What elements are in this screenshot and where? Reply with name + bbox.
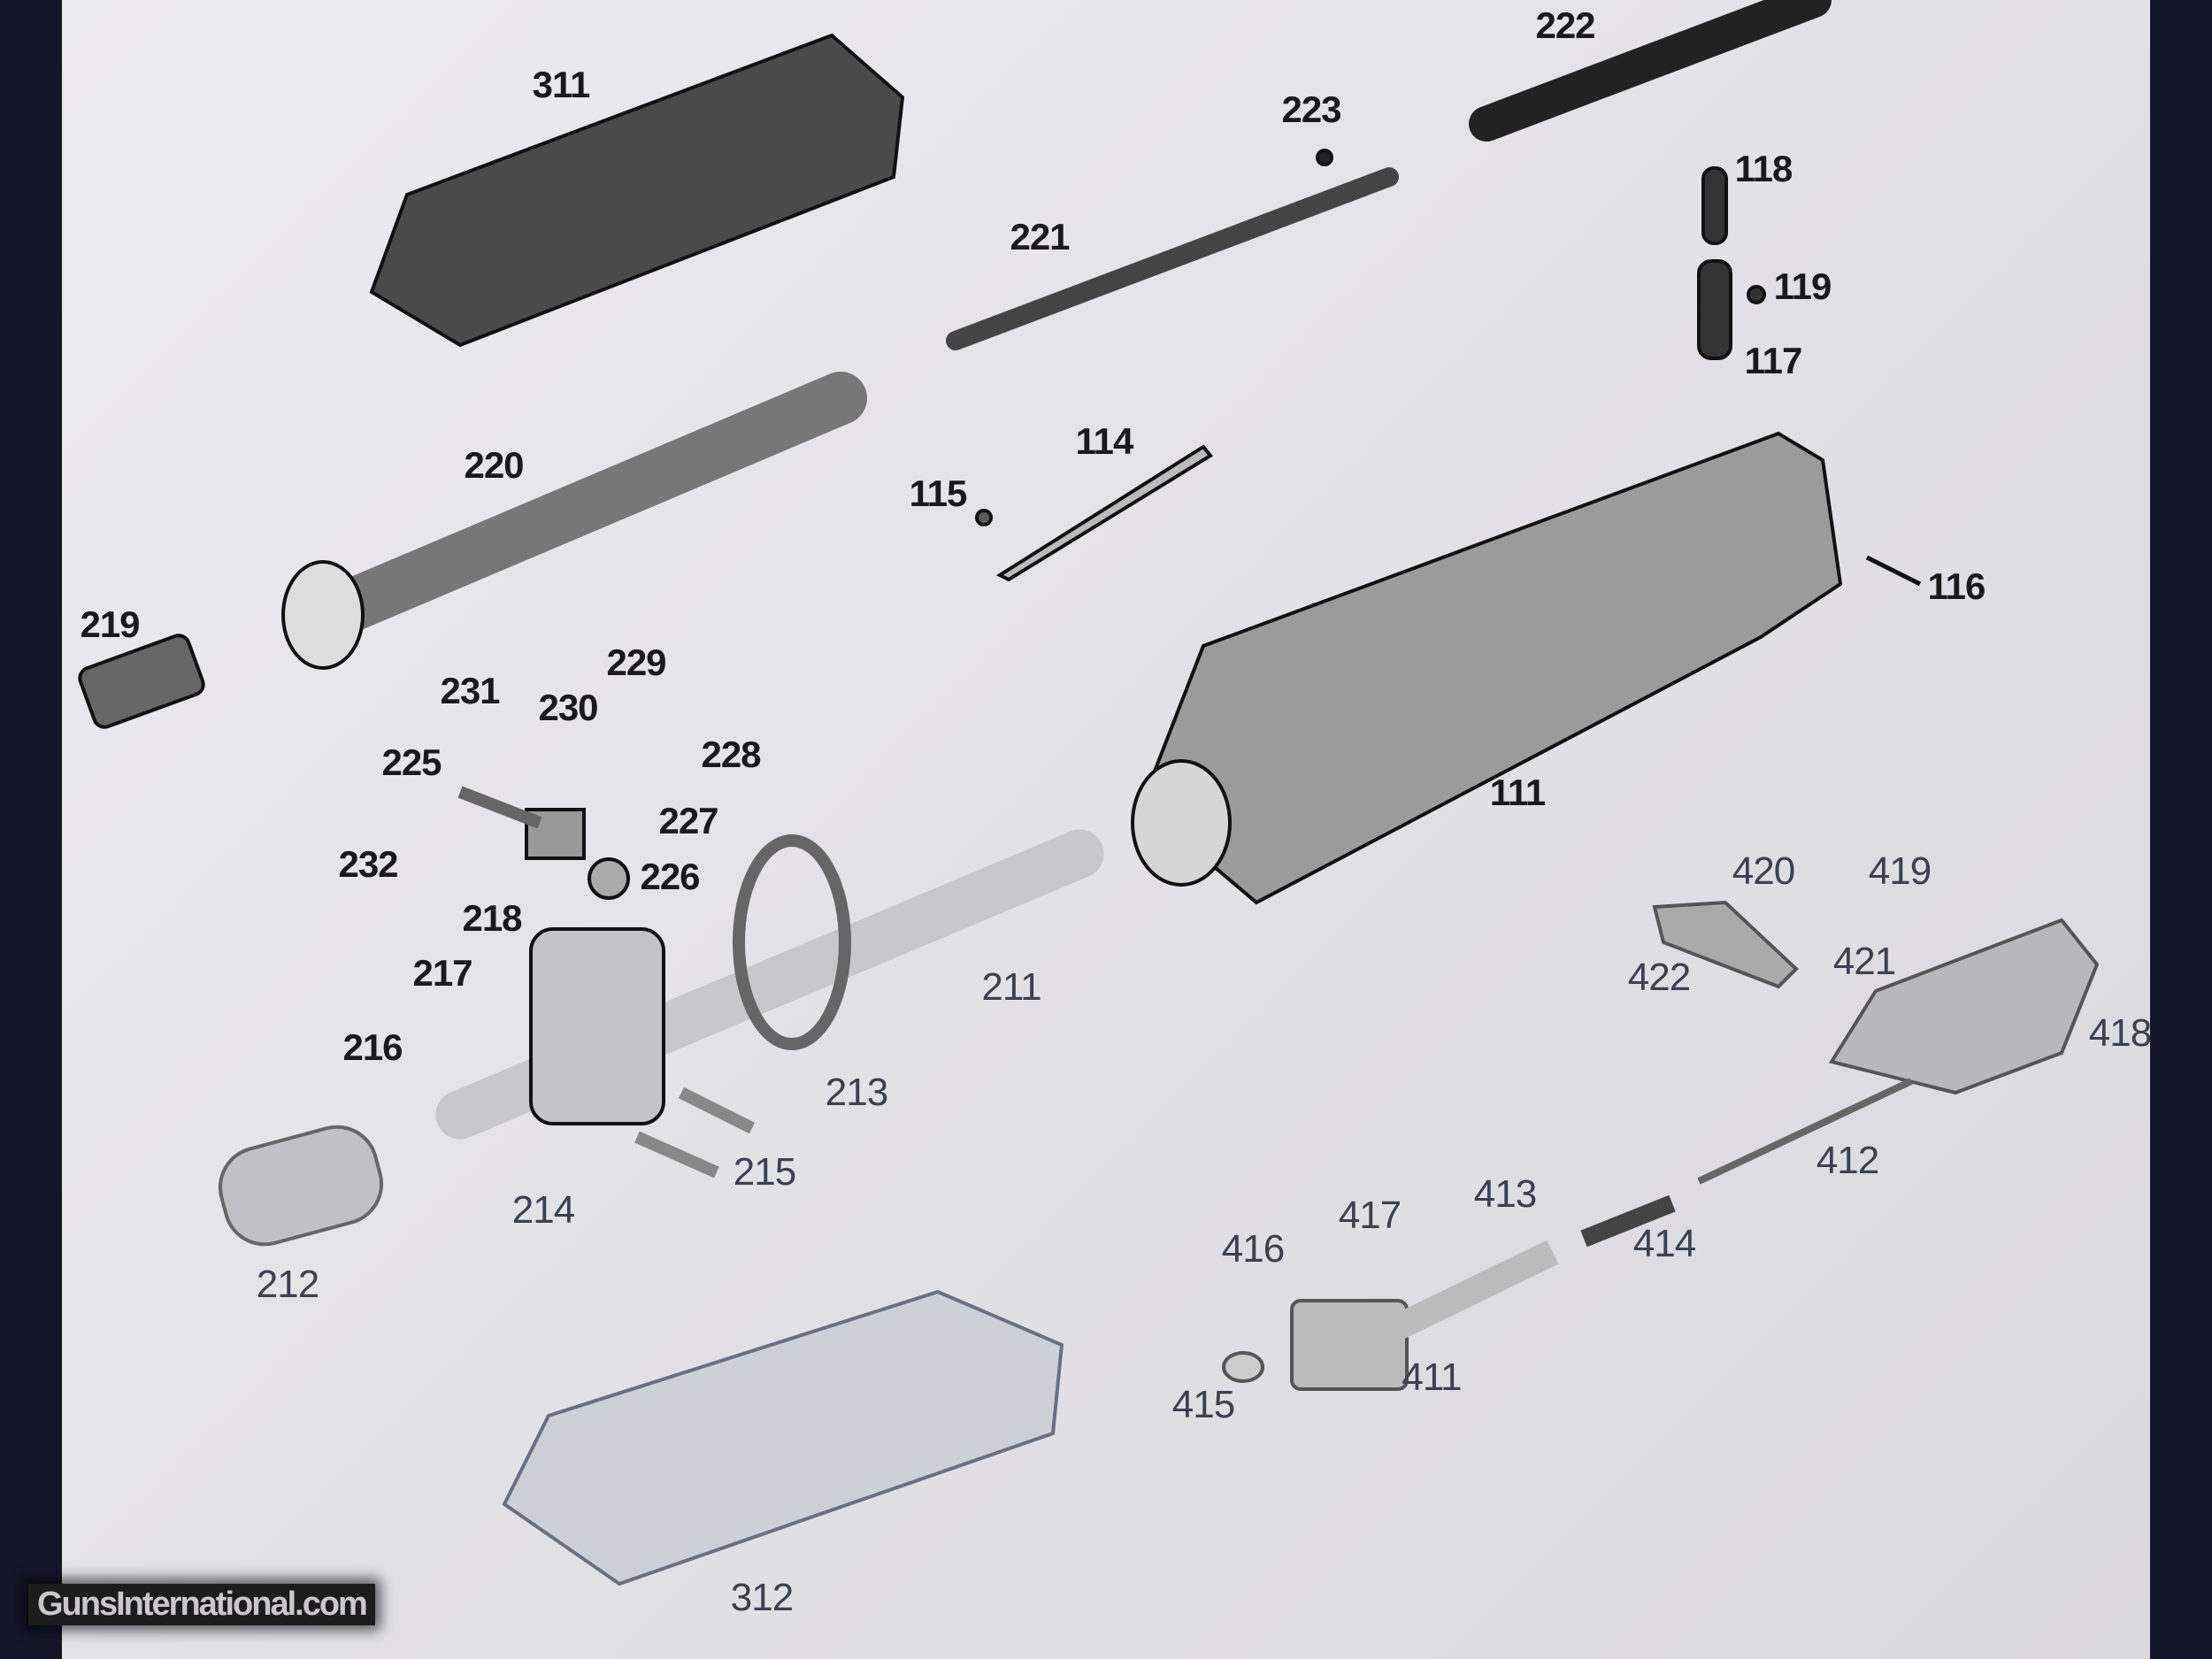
- part-117-pin: [1697, 259, 1732, 360]
- label-422: 422: [1627, 956, 1691, 999]
- label-117: 117: [1744, 340, 1803, 381]
- label-232: 232: [338, 843, 398, 885]
- part-226-nut: [588, 857, 630, 900]
- label-225: 225: [381, 741, 442, 783]
- label-218: 218: [462, 897, 522, 939]
- part-front-sight-block: [529, 927, 665, 1125]
- label-221: 221: [1010, 216, 1070, 257]
- label-213: 213: [825, 1071, 888, 1114]
- label-219: 219: [80, 603, 140, 645]
- label-226: 226: [640, 856, 700, 897]
- part-115-screw: [975, 509, 993, 526]
- label-119: 119: [1773, 265, 1832, 307]
- label-227: 227: [658, 800, 718, 841]
- part-215-pin: [678, 1087, 756, 1134]
- label-412: 412: [1816, 1139, 1879, 1182]
- label-414: 414: [1632, 1222, 1696, 1265]
- label-222: 222: [1535, 4, 1595, 46]
- part-223-pin: [1316, 149, 1333, 166]
- label-215: 215: [733, 1150, 796, 1194]
- label-411: 411: [1402, 1356, 1462, 1399]
- part-412-firing-pin: [1697, 1078, 1913, 1185]
- part-312-handguard: [502, 1289, 1064, 1586]
- label-418: 418: [2088, 1011, 2152, 1055]
- label-111: 111: [1489, 772, 1546, 813]
- part-111-receiver: [1139, 431, 1843, 905]
- part-221-rod: [946, 167, 1399, 350]
- label-115: 115: [909, 472, 968, 514]
- label-220: 220: [464, 444, 524, 486]
- label-214: 214: [511, 1188, 575, 1232]
- part-415-roller: [1222, 1351, 1264, 1383]
- label-228: 228: [701, 733, 761, 775]
- part-418-carrier: [1828, 918, 2100, 1095]
- label-118: 118: [1734, 148, 1793, 189]
- part-219-cap: [78, 634, 205, 729]
- part-311-handguard: [369, 33, 905, 348]
- label-114: 114: [1075, 420, 1134, 462]
- label-229: 229: [606, 641, 666, 683]
- label-420: 420: [1732, 849, 1795, 893]
- part-119-ball: [1747, 285, 1766, 304]
- label-212: 212: [256, 1263, 319, 1306]
- part-222-spring: [1469, 0, 1832, 142]
- label-415: 415: [1171, 1383, 1235, 1426]
- part-414-spring: [1580, 1194, 1676, 1248]
- label-419: 419: [1868, 849, 1932, 893]
- watermark-logo: GunsInternational.com: [28, 1584, 375, 1625]
- label-413: 413: [1473, 1172, 1537, 1216]
- label-230: 230: [538, 687, 598, 728]
- part-220-tube: [292, 372, 867, 646]
- label-421: 421: [1832, 940, 1896, 983]
- part-114-plate: [995, 444, 1213, 582]
- part-118-pin: [1701, 166, 1728, 245]
- part-213-ring: [733, 834, 851, 1050]
- label-417: 417: [1338, 1194, 1402, 1237]
- part-411-bolt-head: [1290, 1299, 1409, 1391]
- part-422-lever: [1652, 900, 1799, 989]
- label-416: 416: [1221, 1227, 1285, 1271]
- label-217: 217: [412, 952, 472, 994]
- label-223: 223: [1281, 88, 1341, 130]
- part-212-cylinder: [218, 1125, 384, 1247]
- part-225-screw: [457, 786, 542, 829]
- label-311: 311: [532, 64, 591, 105]
- label-231: 231: [440, 670, 500, 711]
- label-116: 116: [1927, 565, 1986, 607]
- label-216: 216: [342, 1026, 403, 1068]
- label-211: 211: [981, 965, 1041, 1009]
- label-312: 312: [730, 1576, 794, 1619]
